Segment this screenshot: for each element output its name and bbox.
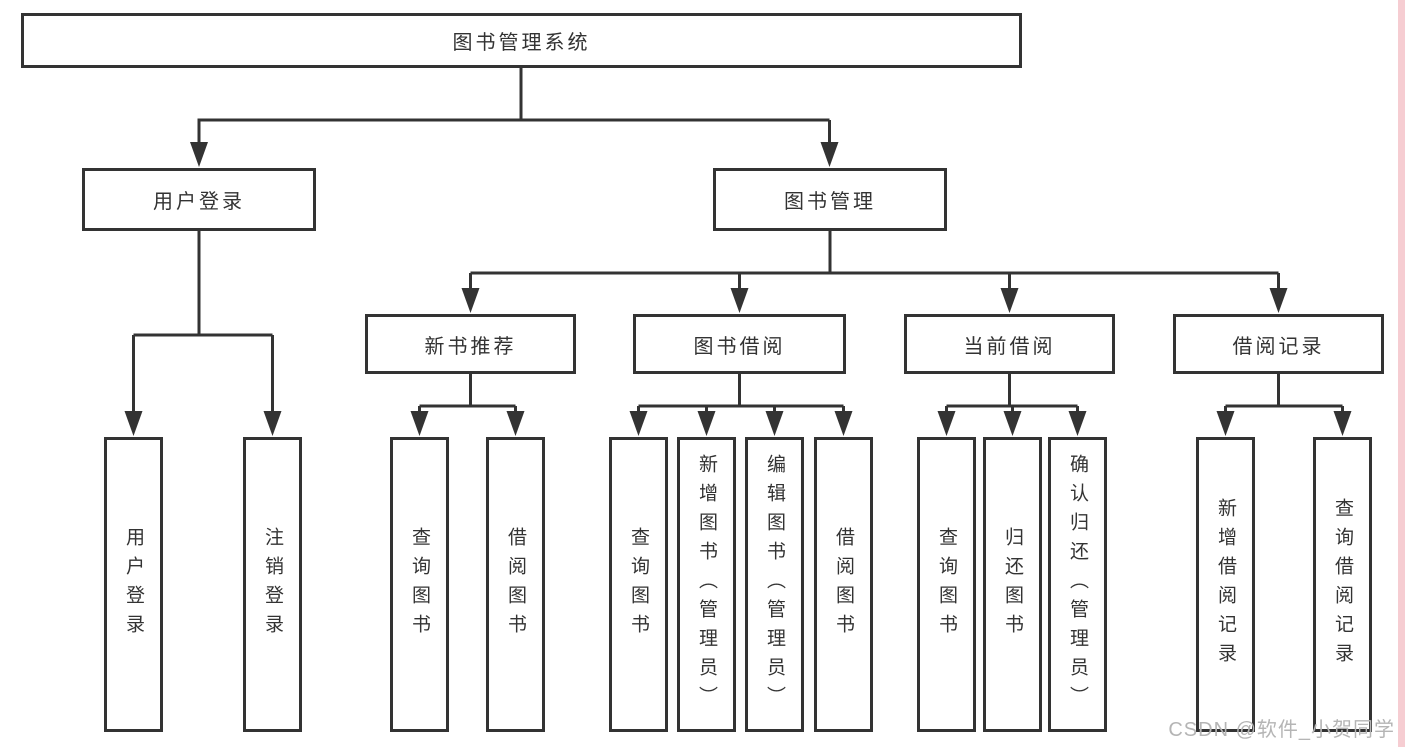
node-label: 用户登录: [123, 526, 144, 643]
arrowhead-icon: [765, 411, 784, 436]
arrowhead-icon: [730, 288, 749, 313]
arrowhead-icon: [124, 411, 143, 436]
leaf-borrow-books-recommend: 借阅图书: [486, 437, 545, 732]
connector-line: [197, 68, 831, 147]
node-label: 新书推荐: [424, 335, 517, 358]
leaf-confirm-return-admin: 确认归还（管理员）: [1048, 437, 1107, 732]
node-label: 用户登录: [153, 191, 245, 213]
node-book-borrow: 图书借阅: [633, 314, 846, 374]
leaf-add-borrow-record: 新增借阅记录: [1196, 437, 1255, 732]
arrowhead-icon: [629, 411, 648, 436]
node-label: 查询借阅记录: [1332, 497, 1353, 672]
node-book-management: 图书管理: [713, 168, 947, 231]
node-root-system: 图书管理系统: [21, 13, 1022, 68]
arrowhead-icon: [1000, 288, 1019, 313]
node-label: 当前借阅: [963, 335, 1056, 358]
arrowhead-icon: [1003, 411, 1022, 436]
arrowhead-icon: [1068, 411, 1087, 436]
leaf-query-books-recommend: 查询图书: [390, 437, 449, 732]
csdn-watermark: CSDN @软件_小贺同学: [1168, 719, 1395, 741]
node-label: 新增图书（管理员）: [696, 454, 717, 715]
arrowhead-icon: [410, 411, 429, 436]
leaf-query-borrow-record: 查询借阅记录: [1313, 437, 1372, 732]
leaf-query-books-current: 查询图书: [917, 437, 976, 732]
leaf-borrow-books: 借阅图书: [814, 437, 873, 732]
connector-line: [945, 374, 1079, 416]
node-current-borrow: 当前借阅: [904, 314, 1115, 374]
leaf-query-books-borrow: 查询图书: [609, 437, 668, 732]
node-label: 查询图书: [936, 526, 957, 643]
node-new-book-recommend: 新书推荐: [365, 314, 576, 374]
arrowhead-icon: [937, 411, 956, 436]
node-label: 借阅图书: [833, 526, 854, 643]
node-label: 确认归还（管理员）: [1067, 454, 1088, 715]
node-label: 编辑图书（管理员）: [764, 454, 785, 715]
leaf-edit-book-admin: 编辑图书（管理员）: [745, 437, 804, 732]
node-label: 借阅图书: [505, 526, 526, 643]
arrowhead-icon: [1269, 288, 1288, 313]
arrowhead-icon: [263, 411, 282, 436]
node-user-login: 用户登录: [82, 168, 316, 231]
connector-line: [469, 231, 1280, 292]
arrowhead-icon: [190, 142, 208, 167]
node-label: 查询图书: [628, 526, 649, 643]
arrowhead-icon: [461, 288, 480, 313]
arrowhead-icon: [1333, 411, 1352, 436]
connector-line: [418, 374, 517, 416]
node-label: 查询图书: [409, 526, 430, 643]
connector-line: [637, 374, 845, 416]
arrowhead-icon: [697, 411, 716, 436]
arrowhead-icon: [506, 411, 525, 436]
node-label: 借阅记录: [1232, 335, 1325, 358]
leaf-logout: 注销登录: [243, 437, 302, 732]
node-label: 归还图书: [1002, 526, 1023, 643]
connector-line: [132, 231, 274, 416]
node-label: 注销登录: [262, 526, 283, 643]
arrowhead-icon: [1216, 411, 1235, 436]
right-edge-strip: [1398, 0, 1405, 747]
node-label: 图书借阅: [693, 335, 786, 358]
arrowhead-icon: [820, 142, 839, 167]
node-label: 图书管理: [784, 191, 876, 213]
arrowhead-icon: [834, 411, 853, 436]
node-label: 新增借阅记录: [1215, 497, 1236, 672]
leaf-user-login: 用户登录: [104, 437, 163, 732]
leaf-return-books: 归还图书: [983, 437, 1042, 732]
node-label: 图书管理系统: [452, 32, 591, 54]
connector-line: [1224, 374, 1344, 416]
leaf-add-book-admin: 新增图书（管理员）: [677, 437, 736, 732]
node-borrow-records: 借阅记录: [1173, 314, 1384, 374]
